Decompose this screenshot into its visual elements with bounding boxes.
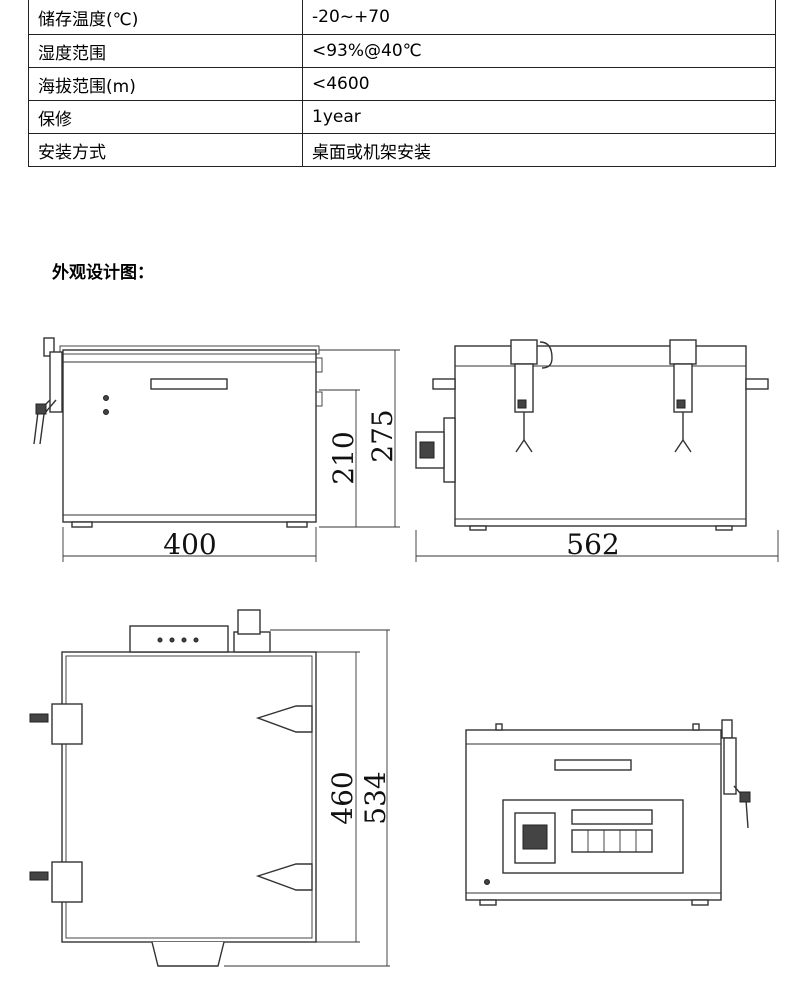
table-row: 储存温度(℃) -20~+70: [28, 0, 776, 35]
front-height-inner-dimension: 210: [327, 431, 360, 484]
side-length-dimension: 562: [566, 528, 619, 561]
spec-value: 1year: [302, 100, 776, 134]
spec-label: 湿度范围: [28, 34, 303, 68]
rear-view-drawing: [465, 719, 751, 906]
spec-label: 安装方式: [28, 133, 303, 167]
section-title: 外观设计图：: [52, 263, 154, 283]
side-view-drawing: [415, 339, 779, 562]
top-depth-outer-dimension: 534: [359, 771, 392, 824]
spec-table: 储存温度(℃) -20~+70 湿度范围 <93%@40℃ 海拔范围(m) <4…: [28, 0, 776, 167]
spec-label: 储存温度(℃): [28, 0, 303, 35]
table-row: 保修 1year: [28, 100, 776, 134]
spec-label: 海拔范围(m): [28, 67, 303, 101]
front-view-drawing: [33, 337, 400, 562]
table-row: 安装方式 桌面或机架安装: [28, 133, 776, 167]
top-view-drawing: [29, 609, 390, 967]
spec-label: 保修: [28, 100, 303, 134]
front-width-dimension: 400: [163, 528, 216, 561]
top-depth-inner-dimension: 460: [326, 771, 359, 824]
table-row: 湿度范围 <93%@40℃: [28, 34, 776, 68]
front-height-outer-dimension: 275: [366, 409, 399, 462]
spec-value: 桌面或机架安装: [302, 133, 776, 167]
